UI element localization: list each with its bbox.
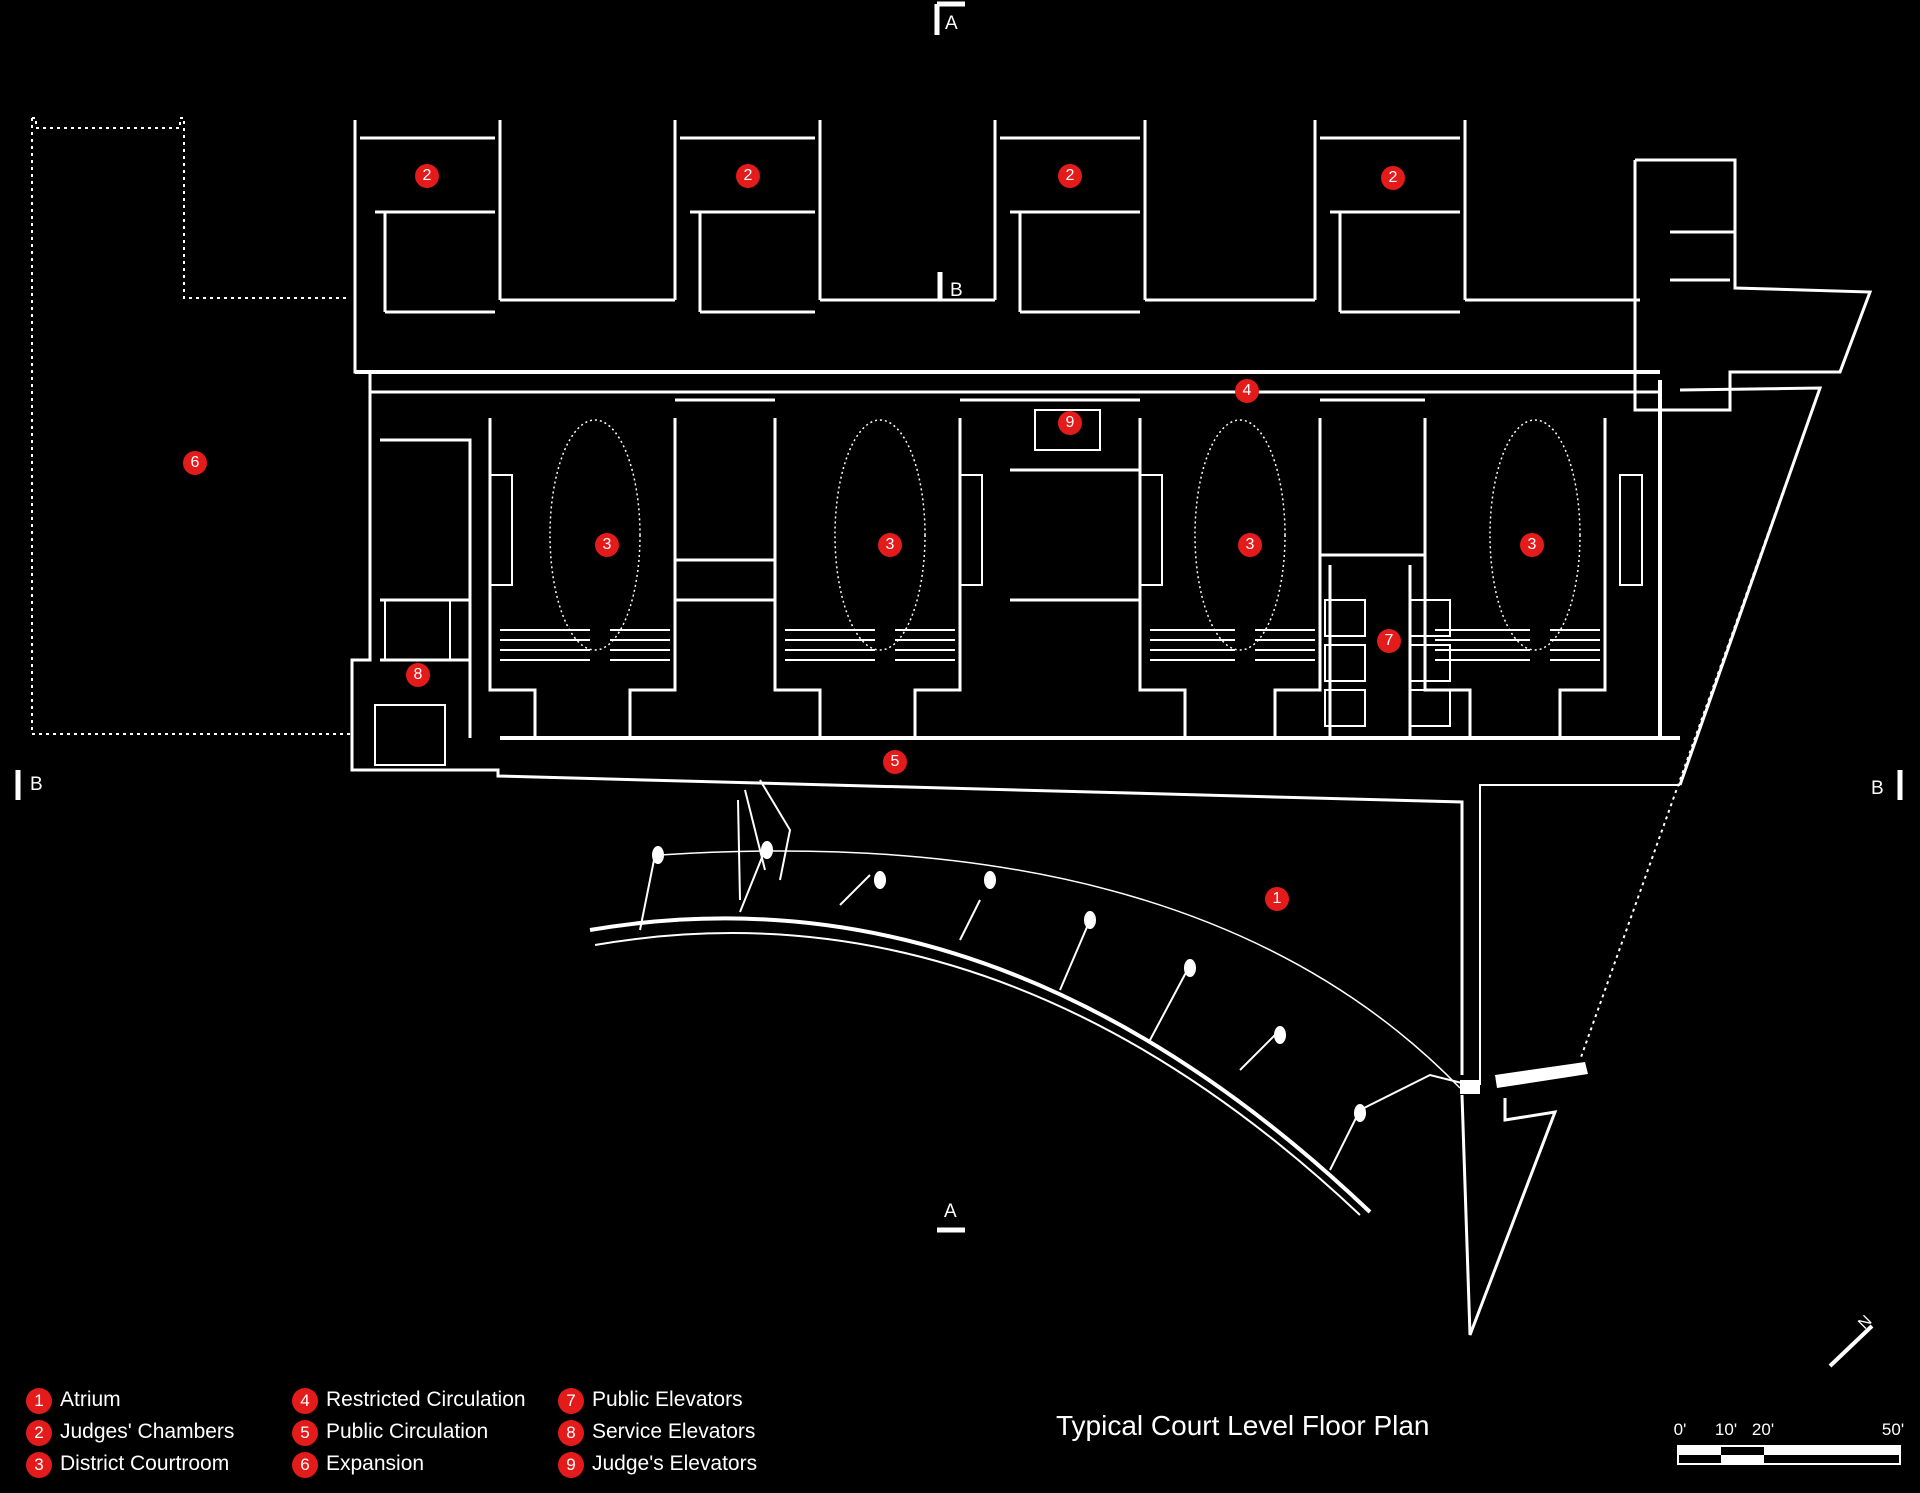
marker-judges-chambers[interactable]: 2 [415, 164, 439, 188]
lower-stair [1460, 1094, 1558, 1336]
scale-label: 10' [1714, 1420, 1738, 1439]
section-label-b-right: B [1871, 778, 1884, 799]
marker-expansion[interactable]: 6 [183, 451, 207, 475]
legend-label: Judge's Elevators [592, 1452, 758, 1475]
marker-service-elevators[interactable]: 8 [406, 663, 430, 687]
legend-label: Public Circulation [326, 1420, 489, 1443]
atrium-bridge [589, 779, 1471, 1216]
north-arrow-icon [1828, 1324, 1874, 1368]
section-marks [15, 1, 1903, 1233]
drawing-title: Typical Court Level Floor Plan [1056, 1410, 1430, 1441]
courtroom-wells [549, 419, 1581, 651]
section-label-b-middle: B [950, 280, 963, 301]
legend-label: Service Elevators [592, 1420, 756, 1443]
legend-label: Public Elevators [592, 1388, 743, 1411]
legend-label: Judges' Chambers [60, 1420, 235, 1443]
section-label-a-top: A [945, 13, 958, 34]
legend-label: Atrium [60, 1388, 121, 1411]
legend-marker: 9 [558, 1452, 584, 1478]
gallery-benches [489, 474, 1643, 661]
courtroom-shells [380, 398, 1607, 738]
marker-district-courtroom[interactable]: 3 [878, 533, 902, 557]
legend-marker: 1 [26, 1388, 52, 1414]
building-outline [350, 120, 1464, 1075]
marker-district-courtroom[interactable]: 3 [1238, 533, 1262, 557]
marker-judges-chambers[interactable]: 2 [1381, 166, 1405, 190]
section-label-a-bottom: A [944, 1201, 957, 1222]
graphic-scale [1677, 1445, 1901, 1465]
legend-marker: 5 [292, 1420, 318, 1446]
marker-judges-chambers[interactable]: 2 [736, 164, 760, 188]
legend-marker: 8 [558, 1420, 584, 1446]
marker-restricted-circulation[interactable]: 4 [1235, 379, 1259, 403]
chamber-blocks [353, 120, 1873, 412]
scale-label: 50' [1881, 1420, 1905, 1439]
legend-marker: 3 [26, 1452, 52, 1478]
legend-label: Expansion [326, 1452, 425, 1475]
marker-judges-elevators[interactable]: 9 [1058, 411, 1082, 435]
marker-district-courtroom[interactable]: 3 [595, 533, 619, 557]
marker-district-courtroom[interactable]: 3 [1520, 533, 1544, 557]
legend-marker: 4 [292, 1388, 318, 1414]
legend-label: Restricted Circulation [326, 1388, 526, 1411]
expansion-outline [31, 117, 350, 735]
legend-marker: 6 [292, 1452, 318, 1478]
legend-marker: 2 [26, 1420, 52, 1446]
legend-label: District Courtroom [60, 1452, 230, 1475]
scale-label: 20' [1751, 1420, 1775, 1439]
marker-public-circulation[interactable]: 5 [883, 750, 907, 774]
marker-judges-chambers[interactable]: 2 [1058, 164, 1082, 188]
scale-label: 0' [1673, 1420, 1687, 1439]
legend-marker: 7 [558, 1388, 584, 1414]
marker-atrium[interactable]: 1 [1265, 887, 1289, 911]
marker-public-elevators[interactable]: 7 [1377, 629, 1401, 653]
section-label-b-left: B [30, 774, 43, 795]
elevator-banks [374, 409, 1451, 766]
